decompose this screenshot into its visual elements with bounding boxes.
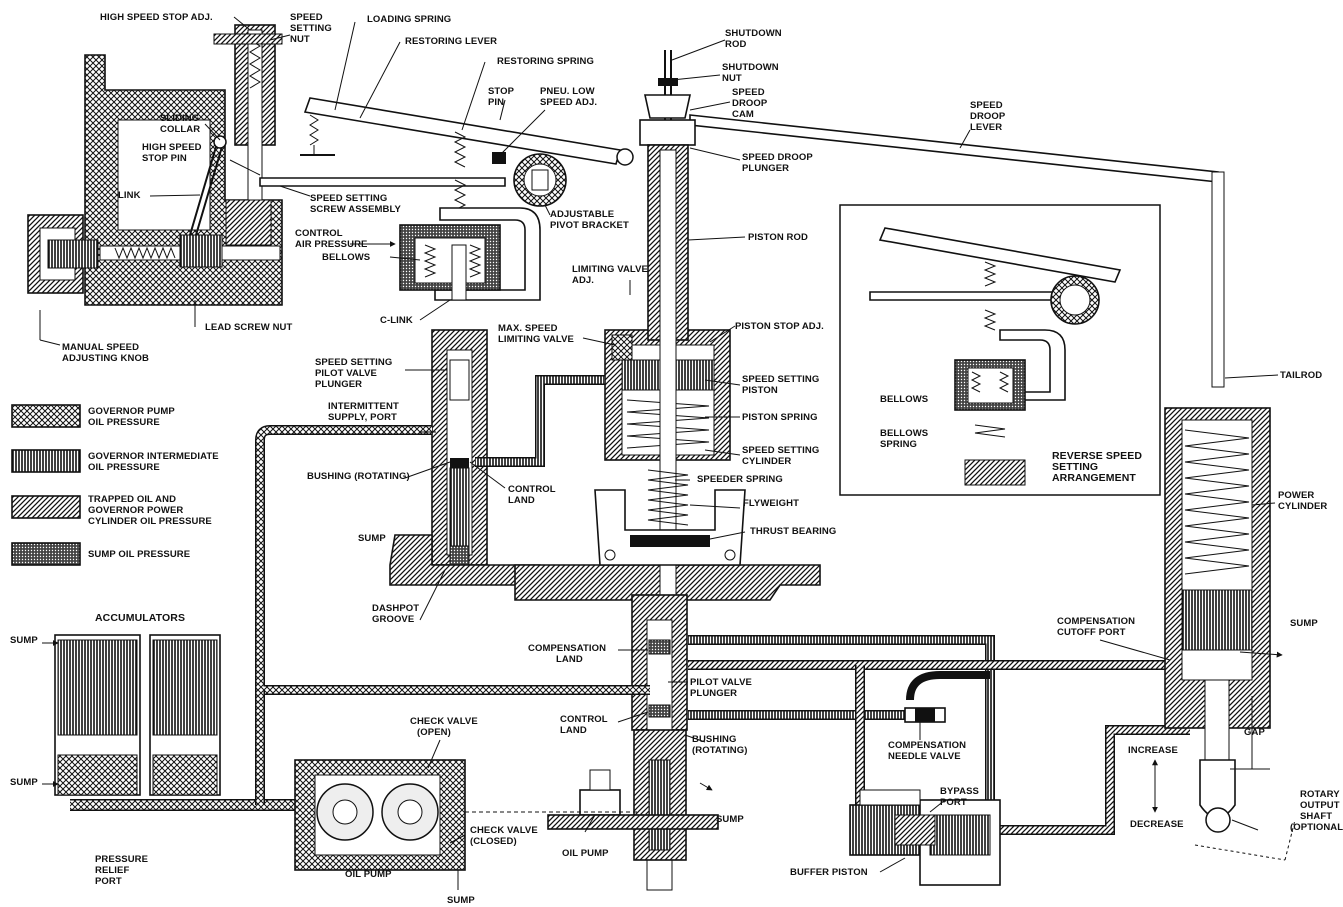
label-increase: INCREASE: [1128, 745, 1178, 756]
flyweight: [594, 489, 746, 566]
label-lead-screw-nut: LEAD SCREW NUT: [205, 322, 293, 333]
label-accumulators: ACCUMULATORS: [95, 612, 185, 624]
label-c-link: C-LINK: [380, 315, 413, 326]
legend-swatch-diagonal: [11, 495, 81, 519]
label-gap: GAP: [1244, 727, 1265, 738]
buffer-piston: [849, 789, 1001, 886]
power-cylinder: [1164, 407, 1271, 833]
pivot-bracket: [513, 153, 567, 207]
label-sump-acc-bottom: SUMP: [10, 777, 38, 788]
label-sump-acc-top: SUMP: [10, 635, 38, 646]
label-check-valve-open: CHECK VALVE(OPEN): [410, 716, 478, 738]
speed-setting-pilot-valve: [389, 329, 541, 586]
legend-swatch-vertical: [11, 449, 81, 473]
legend-swatches: [11, 404, 81, 566]
label-sump-right: SUMP: [1290, 618, 1318, 629]
label-loading-spring: LOADING SPRING: [367, 14, 451, 25]
label-sump-center: SUMP: [716, 814, 744, 825]
inset-panel: [839, 204, 1161, 496]
needle-valve: [904, 707, 946, 723]
label-sump-left: SUMP: [358, 533, 386, 544]
levers: [259, 97, 1225, 388]
bellows-assembly: [350, 207, 541, 301]
label-buffer-piston: BUFFER PISTON: [790, 867, 868, 878]
label-piston-stop-adj: PISTON STOP ADJ.: [735, 321, 824, 332]
speed-setting-housing: [84, 24, 283, 306]
oil-pump: [294, 759, 640, 871]
label-decrease: DECREASE: [1130, 819, 1184, 830]
label-check-valve-closed: CHECK VALVE(CLOSED): [470, 825, 538, 847]
center-column: [639, 50, 696, 601]
oil-passages: [70, 375, 1190, 835]
label-oil-pump-center: OIL PUMP: [562, 848, 609, 859]
label-oil-pump-left: OIL PUMP: [345, 869, 392, 880]
label-sump-bottom: SUMP: [447, 895, 475, 906]
legend-swatch-dots: [11, 542, 81, 566]
label-bushing-rotating-lower: BUSHING(ROTATING): [692, 734, 748, 756]
label-restoring-lever: RESTORING LEVER: [405, 36, 497, 47]
label-tailrod: TAILROD: [1280, 370, 1322, 381]
mechanism-drawing: [11, 16, 1296, 891]
label-restoring-spring: RESTORING SPRING: [497, 56, 594, 67]
label-bushing-rotating-upper: BUSHING (ROTATING): [307, 471, 410, 482]
legend-text-dots: SUMP OIL PRESSURE: [88, 549, 190, 560]
label-high-speed-stop-adj: HIGH SPEED STOP ADJ.: [100, 12, 213, 23]
label-piston-rod: PISTON ROD: [748, 232, 808, 243]
label-piston-spring: PISTON SPRING: [742, 412, 818, 423]
leader-lines: [39, 16, 1296, 890]
label-flyweight: FLYWEIGHT: [743, 498, 799, 509]
legend-swatch-crosshatch: [11, 404, 81, 428]
label-speeder-spring: SPEEDER SPRING: [697, 474, 783, 485]
manual-knob: [27, 214, 99, 340]
pilot-valve-bushing: [547, 594, 719, 891]
label-bellows: BELLOWS: [322, 252, 370, 263]
label-thrust-bearing: THRUST BEARING: [750, 526, 836, 537]
inset-label-bellows: BELLOWS: [880, 394, 928, 405]
label-link: LINK: [118, 190, 141, 201]
accumulators: [54, 634, 221, 796]
